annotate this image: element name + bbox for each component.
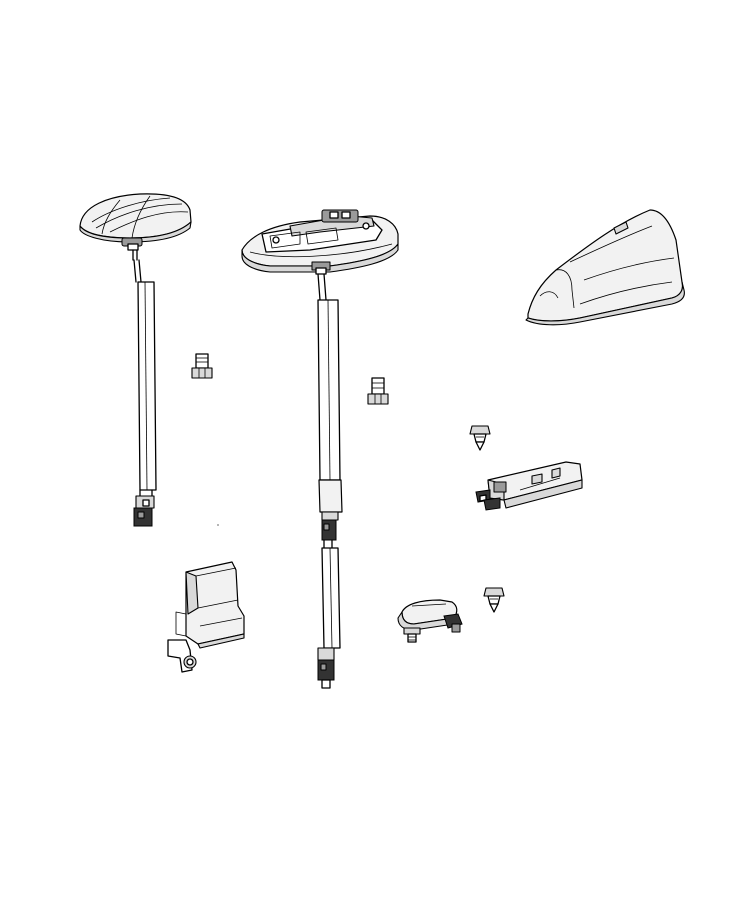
screw-upper-right[interactable]: [469, 425, 491, 451]
bolt-center[interactable]: [367, 377, 389, 405]
antenna-module-long[interactable]: [475, 461, 583, 511]
roof-antenna-module[interactable]: [241, 209, 399, 275]
roof-antenna-cable[interactable]: [317, 273, 343, 689]
screw-lower-right[interactable]: [483, 587, 505, 613]
bolt-left[interactable]: [191, 353, 213, 379]
antenna-module-small[interactable]: [397, 599, 463, 643]
puck-antenna-cable[interactable]: [132, 249, 157, 527]
speck: [217, 524, 219, 526]
puck-antenna[interactable]: [79, 193, 192, 251]
shark-fin-cover[interactable]: [525, 209, 685, 326]
bracket-block[interactable]: [167, 561, 245, 673]
